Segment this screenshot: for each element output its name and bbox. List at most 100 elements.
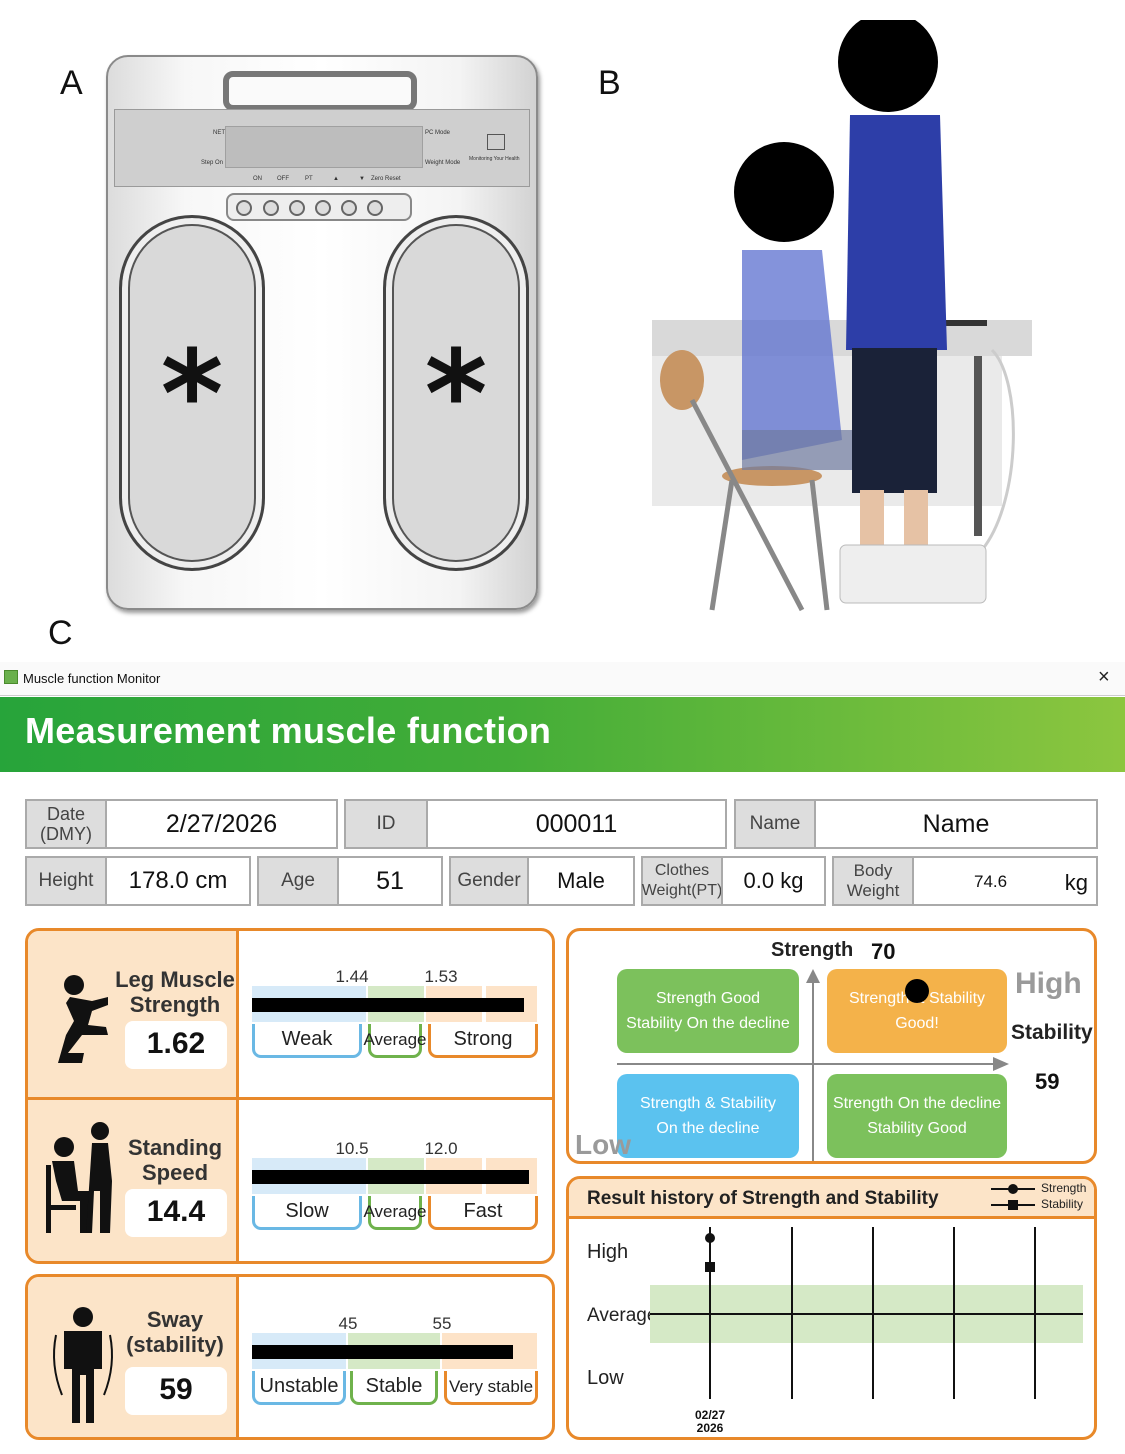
history-date-label: 02/27 2026 — [694, 1408, 726, 1435]
right-foot-pad: * — [383, 215, 529, 571]
category-label-weak: Weak — [252, 1024, 362, 1058]
legend-strength-circle-icon — [1008, 1184, 1018, 1194]
strength-stability-matrix: Strength 70 High Stability 59 Low Streng… — [566, 928, 1097, 1164]
strength-score: 70 — [871, 939, 896, 964]
horizontal-axis-arrow-icon — [993, 1057, 1009, 1071]
height-field[interactable]: 178.0 cm — [105, 856, 251, 906]
chair-back — [660, 350, 704, 410]
age-label: Age — [257, 856, 339, 906]
gender-field[interactable]: Male — [527, 856, 635, 906]
horizontal-axis — [617, 1063, 1002, 1065]
strength-axis-label: Strength — [771, 939, 854, 961]
date-field[interactable]: 2/27/2026 — [105, 799, 338, 849]
height-label: Height — [25, 856, 107, 906]
category-label-strong: Strong — [428, 1024, 538, 1058]
panel-label-b: B — [598, 64, 621, 102]
name-field[interactable]: Name — [814, 799, 1098, 849]
history-gridline — [953, 1227, 955, 1399]
zero-reset-label: Zero Reset — [371, 176, 401, 182]
body-weight-field[interactable]: 74.6 kg — [912, 856, 1098, 906]
category-label-stable: Stable — [350, 1371, 438, 1405]
result-history-panel: Result history of Strength and Stability… — [566, 1176, 1097, 1440]
device-button-down[interactable] — [341, 200, 357, 216]
sway-value: 59 — [125, 1367, 227, 1415]
up-label: ▲ — [333, 176, 339, 182]
page-title: Measurement muscle function — [25, 710, 552, 751]
average-line — [650, 1313, 1083, 1315]
weight-mode-label: Weight Mode — [425, 160, 461, 166]
face-mask-seated — [734, 142, 834, 242]
history-gridline — [872, 1227, 874, 1399]
standing-balance-icon — [53, 1307, 113, 1423]
gender-label: Gender — [449, 856, 529, 906]
left-foot-pad: * — [119, 215, 265, 571]
standing-speed-value: 14.4 — [125, 1189, 227, 1237]
chair-leg — [809, 479, 830, 611]
row-divider — [28, 1097, 552, 1100]
category-label-average: Average — [364, 1024, 427, 1058]
history-low-label: Low — [587, 1367, 624, 1389]
history-high-label: High — [587, 1241, 629, 1263]
quadrant-strength-decline-stability-good: Strength On the decline Stability Good — [827, 1074, 1007, 1158]
age-field[interactable]: 51 — [337, 856, 443, 906]
id-field[interactable]: 000011 — [426, 799, 727, 849]
device-handle — [223, 71, 417, 111]
device-button-off[interactable] — [263, 200, 279, 216]
net-label: NET — [213, 130, 225, 136]
vertical-axis — [812, 975, 814, 1161]
on-label: ON — [253, 176, 262, 182]
window-titlebar: Muscle function Monitor × — [0, 662, 1125, 696]
history-strength-point — [705, 1233, 715, 1243]
seated-person-torso — [742, 250, 842, 460]
body-weight-unit: kg — [1064, 870, 1088, 895]
device-button-up[interactable] — [315, 200, 331, 216]
sit-to-stand-icon — [46, 1122, 112, 1233]
window-title: Muscle function Monitor — [23, 671, 161, 686]
legend-stability-square-icon — [1008, 1200, 1018, 1210]
face-mask-standing — [838, 20, 938, 112]
history-gridline — [709, 1227, 711, 1399]
clothes-weight-label: Clothes Weight(PT) — [641, 856, 723, 906]
right-pad-marker: * — [424, 326, 488, 465]
laptop-base — [907, 320, 987, 326]
brand-logo-icon — [487, 134, 505, 150]
close-icon[interactable]: × — [1098, 666, 1110, 688]
panel-label-a: A — [60, 64, 83, 102]
down-label: ▼ — [359, 176, 365, 182]
sway-name: Sway (stability) — [126, 1307, 224, 1357]
value-bar — [252, 1170, 529, 1184]
seated-person-legs — [742, 430, 862, 470]
stability-score: 59 — [1035, 1069, 1060, 1094]
device-button-on[interactable] — [236, 200, 252, 216]
high-label: High — [1015, 967, 1082, 1000]
stability-axis-label: Stability — [1011, 1021, 1093, 1044]
device-button-pt[interactable] — [289, 200, 305, 216]
standing-speed-name: Standing Speed — [127, 1135, 223, 1185]
result-marker — [905, 979, 929, 1003]
device-button-zero-reset[interactable] — [367, 200, 383, 216]
leg-strength-name: Leg Muscle Strength — [115, 967, 235, 1017]
standing-person-shorts — [852, 348, 937, 493]
device-button-strip — [226, 193, 412, 221]
value-bar — [252, 1345, 513, 1359]
clothes-weight-field[interactable]: 0.0 kg — [721, 856, 826, 906]
measurement-device: NET Step On PC Mode Weight Mode Monitori… — [106, 55, 538, 610]
category-label-very-stable: Very stable — [444, 1371, 538, 1405]
device-control-panel: NET Step On PC Mode Weight Mode Monitori… — [114, 109, 530, 187]
name-label: Name — [734, 799, 816, 849]
chair-seat — [722, 466, 822, 486]
value-bar — [252, 998, 524, 1012]
low-label: Low — [575, 1129, 631, 1160]
panel-label-c: C — [48, 614, 73, 652]
date-label: Date (DMY) — [25, 799, 107, 849]
history-header — [569, 1179, 1094, 1219]
category-label-average: Average — [364, 1196, 427, 1230]
legend-strength-label: Strength — [1041, 1181, 1087, 1195]
threshold-label: 45 — [338, 1314, 358, 1333]
vertical-axis-arrow-icon — [806, 969, 820, 983]
category-label-unstable: Unstable — [252, 1371, 346, 1405]
id-label: ID — [344, 799, 428, 849]
device-under-feet — [839, 544, 987, 604]
body-weight-label: Body Weight — [832, 856, 914, 906]
history-title: Result history of Strength and Stability — [587, 1188, 939, 1209]
